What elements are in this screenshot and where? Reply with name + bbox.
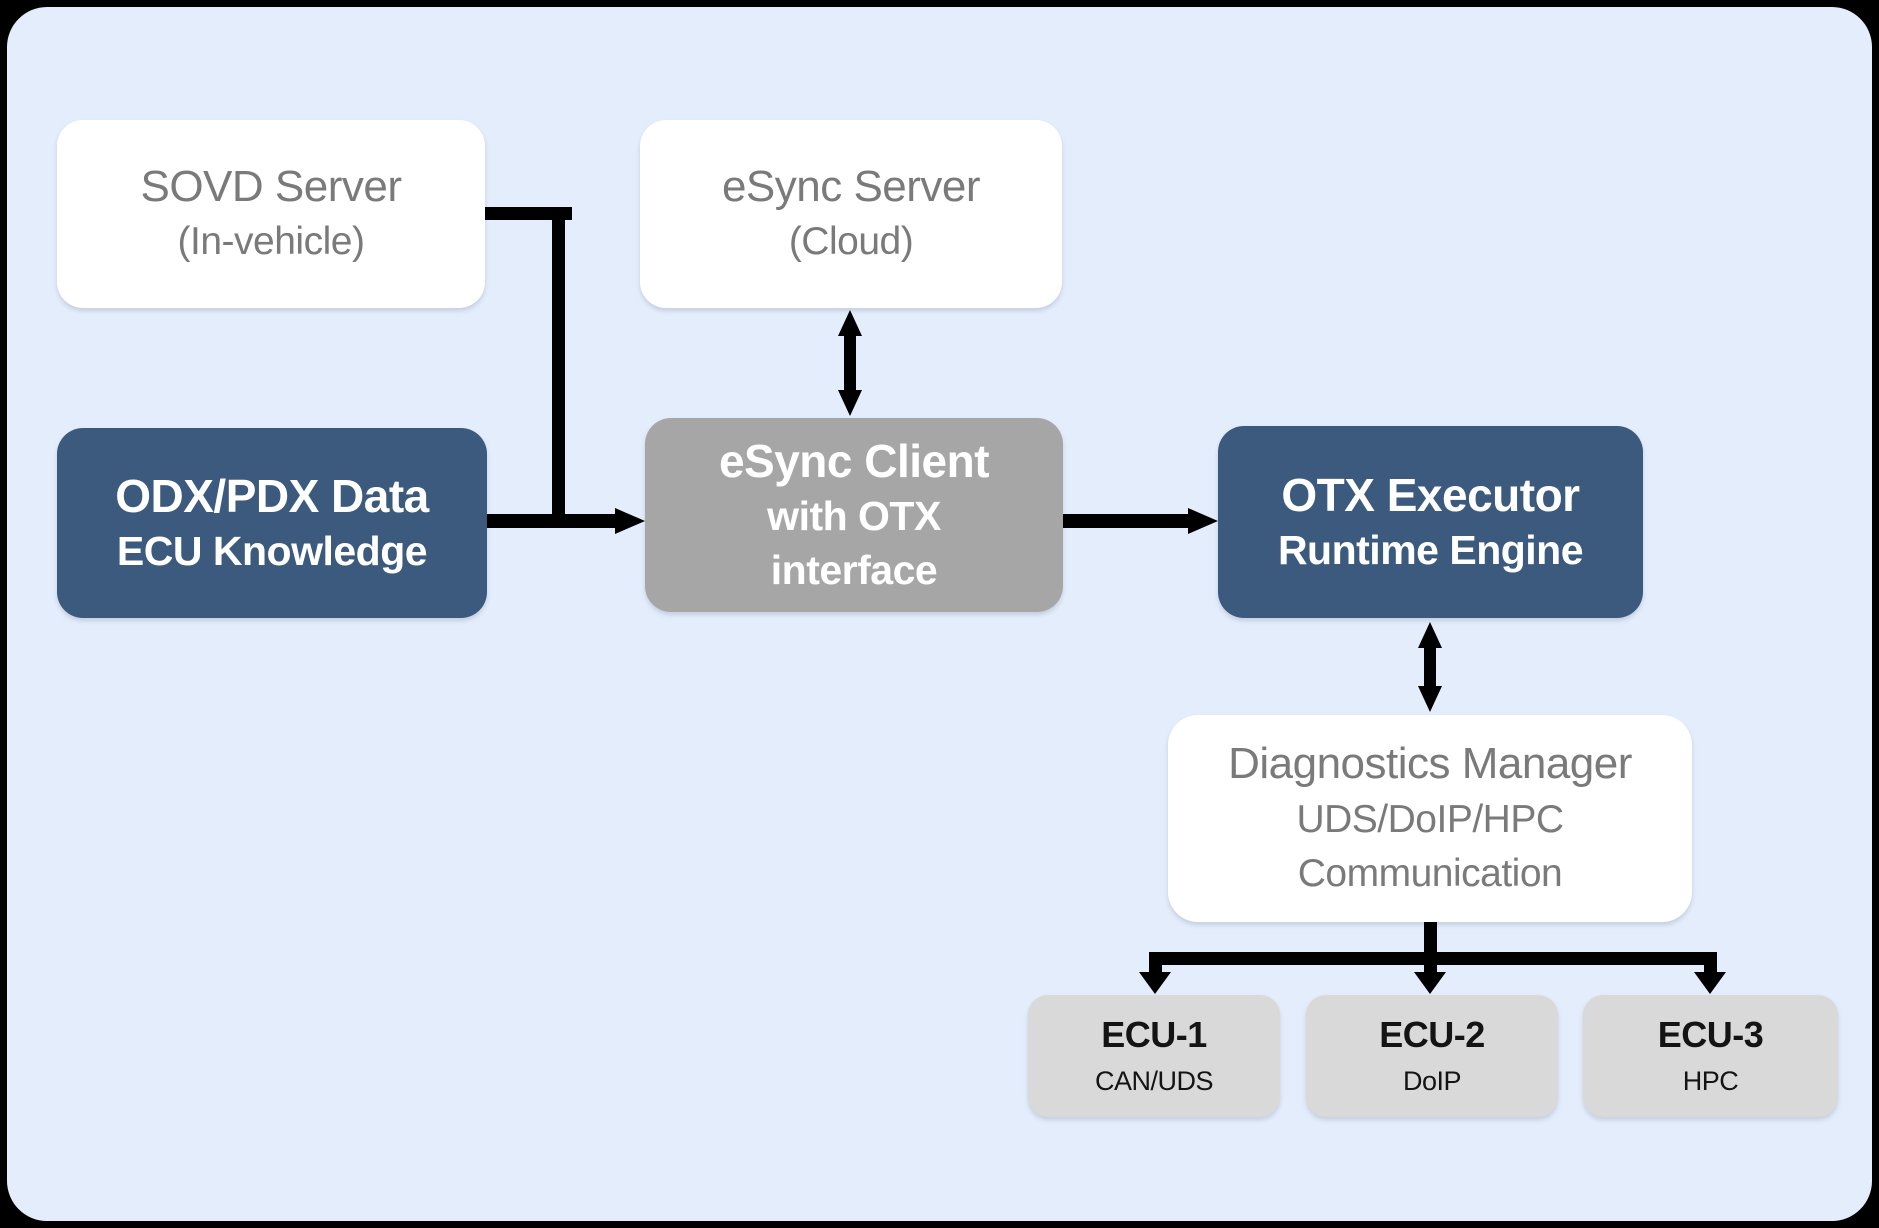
diagram-panel: SOVD Server (In-vehicle) eSync Server (C… <box>7 7 1872 1221</box>
connector-otx-diagnostics-shaft <box>1424 644 1436 690</box>
node-ecu-1: ECU-1 CAN/UDS <box>1028 995 1280 1117</box>
node-title: ECU-1 <box>1101 1013 1207 1055</box>
arrowhead-down-ecu3 <box>1694 972 1726 994</box>
node-ecu-3: ECU-3 HPC <box>1583 995 1838 1117</box>
node-subtitle: with OTX <box>767 493 941 540</box>
connector-esyncserver-esyncclient-shaft <box>844 332 856 394</box>
node-esync-server: eSync Server (Cloud) <box>640 120 1062 308</box>
node-subtitle: HPC <box>1682 1066 1739 1097</box>
node-subtitle: (Cloud) <box>788 220 914 264</box>
node-title: eSync Server <box>721 162 981 212</box>
node-title: eSync Client <box>718 434 990 487</box>
node-subtitle: (In-vehicle) <box>177 220 365 264</box>
node-subtitle: interface <box>770 546 938 593</box>
arrowhead-up-esyncserver <box>838 310 862 336</box>
node-title: ECU-2 <box>1379 1013 1485 1055</box>
node-title: Diagnostics Manager <box>1228 739 1632 789</box>
connector-esyncclient-to-otx-shaft <box>1063 514 1190 528</box>
node-diagnostics-manager: Diagnostics Manager UDS/DoIP/HPC Communi… <box>1168 715 1692 922</box>
node-subtitle: CAN/UDS <box>1094 1066 1214 1097</box>
arrowhead-down-esyncclient <box>838 390 862 416</box>
node-title: ODX/PDX Data <box>115 469 429 522</box>
connector-branch-drop-ecu2 <box>1424 952 1437 974</box>
node-title: OTX Executor <box>1281 468 1580 521</box>
node-sovd-server: SOVD Server (In-vehicle) <box>57 120 485 308</box>
connector-branch-drop-ecu3 <box>1704 952 1717 974</box>
node-subtitle: UDS/DoIP/HPC <box>1296 797 1564 841</box>
connector-sovd-elbow-horizontal <box>485 207 572 220</box>
node-odx-pdx-data: ODX/PDX Data ECU Knowledge <box>57 428 487 618</box>
node-title: ECU-3 <box>1657 1013 1764 1055</box>
arrowhead-odx-to-esyncclient <box>615 508 645 534</box>
arrowhead-down-diagnostics <box>1418 686 1442 712</box>
node-title: SOVD Server <box>140 162 402 212</box>
node-esync-client: eSync Client with OTX interface <box>645 418 1063 612</box>
node-otx-executor: OTX Executor Runtime Engine <box>1218 426 1643 618</box>
node-subtitle: DoIP <box>1402 1066 1462 1097</box>
node-subtitle: Runtime Engine <box>1277 527 1584 574</box>
node-subtitle: Communication <box>1297 852 1563 896</box>
connector-branch-drop-ecu1 <box>1149 952 1162 974</box>
arrowhead-up-otx <box>1418 622 1442 648</box>
node-ecu-2: ECU-2 DoIP <box>1306 995 1558 1117</box>
node-subtitle: ECU Knowledge <box>116 528 428 575</box>
arrowhead-down-ecu1 <box>1139 972 1171 994</box>
connector-sovd-elbow-vertical <box>552 207 565 528</box>
arrowhead-esyncclient-to-otx <box>1188 508 1218 534</box>
connector-odx-to-esyncclient-shaft <box>487 514 617 528</box>
arrowhead-down-ecu2 <box>1414 972 1446 994</box>
